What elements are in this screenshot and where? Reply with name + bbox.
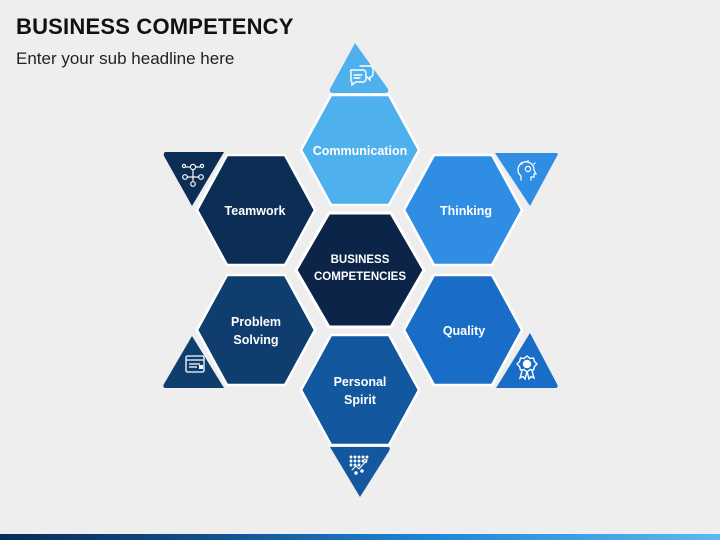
browser-window-icon	[185, 355, 205, 373]
label-center-line1: BUSINESS	[331, 254, 390, 266]
label-problem-solving-line1: Problem	[231, 315, 281, 329]
head-lightbulb-icon	[517, 159, 538, 181]
bottom-accent-bar	[0, 534, 720, 540]
hex-problem-solving[interactable]	[195, 273, 317, 387]
team-network-icon	[181, 163, 205, 187]
label-personal-spirit-line1: Personal	[334, 375, 387, 389]
hex-teamwork[interactable]	[195, 153, 317, 267]
triangle-problem-solving	[163, 336, 224, 388]
label-problem-solving-line2: Solving	[233, 333, 278, 347]
label-center-line2: COMPETENCIES	[314, 271, 406, 283]
hex-communication[interactable]	[299, 93, 421, 207]
hex-center[interactable]	[294, 211, 426, 329]
triangle-thinking	[495, 153, 558, 206]
hex-thinking[interactable]	[402, 153, 524, 267]
chat-bubbles-icon	[349, 65, 374, 87]
hex-personal-spirit[interactable]	[299, 333, 421, 447]
triangle-communication	[329, 43, 389, 93]
page-title: BUSINESS COMPETENCY	[16, 14, 294, 39]
hex-quality[interactable]	[402, 273, 524, 387]
label-communication: Communication	[313, 144, 407, 158]
triangle-teamwork	[163, 152, 224, 206]
triangle-personal-spirit	[330, 447, 390, 497]
label-personal-spirit-line2: Spirit	[344, 393, 377, 407]
label-thinking: Thinking	[440, 204, 492, 218]
label-quality: Quality	[443, 324, 485, 338]
growth-chart-icon	[349, 455, 369, 475]
label-teamwork: Teamwork	[225, 204, 286, 218]
page-subtitle: Enter your sub headline here	[16, 49, 235, 68]
award-badge-icon	[516, 355, 538, 381]
